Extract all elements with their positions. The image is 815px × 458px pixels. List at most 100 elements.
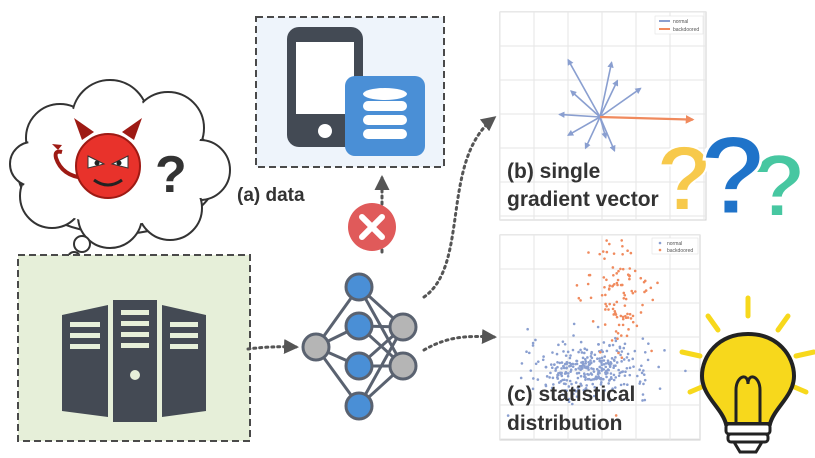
normal-point: [614, 376, 618, 379]
normal-point: [544, 383, 548, 387]
backdoored-point: [605, 239, 608, 242]
normal-point: [542, 355, 545, 358]
normal-point: [625, 366, 629, 370]
normal-point: [568, 379, 572, 383]
normal-point: [567, 400, 571, 404]
label-distribution-line2: distribution: [507, 412, 622, 435]
normal-point: [571, 402, 574, 406]
normal-point: [561, 393, 564, 396]
normal-point: [565, 378, 569, 382]
backdoored-point: [577, 296, 581, 300]
normal-point: [585, 348, 589, 352]
normal-point: [579, 348, 582, 352]
backdoored-point: [616, 278, 620, 282]
backdoored-point: [621, 323, 625, 327]
backdoored-point: [604, 302, 607, 306]
normal-point: [642, 382, 645, 386]
backdoored-point: [630, 289, 634, 293]
normal-point: [563, 395, 567, 398]
normal-point: [591, 382, 595, 386]
normal-point: [646, 358, 650, 362]
backdoored-point: [586, 282, 590, 286]
normal-point: [615, 361, 619, 364]
normal-point: [641, 393, 645, 396]
normal-point: [581, 356, 585, 360]
normal-point: [623, 374, 627, 377]
backdoored-point: [642, 280, 646, 284]
normal-point: [593, 385, 597, 389]
backdoored-point: [613, 310, 617, 313]
normal-point: [611, 343, 615, 347]
normal-point: [608, 378, 611, 382]
normal-point: [550, 386, 554, 390]
normal-point: [571, 348, 575, 352]
backdoored-point: [622, 291, 626, 295]
normal-point: [561, 340, 565, 343]
normal-point: [612, 366, 615, 370]
backdoored-point: [627, 328, 630, 331]
normal-point: [587, 373, 590, 376]
normal-point: [596, 372, 600, 376]
backdoored-point: [587, 251, 590, 254]
backdoored-point: [619, 314, 623, 318]
backdoored-point: [621, 315, 625, 319]
normal-point: [620, 350, 624, 353]
backdoored-point: [625, 334, 629, 338]
normal-point: [647, 342, 650, 345]
backdoored-point: [611, 284, 615, 288]
normal-point: [552, 383, 555, 386]
gradient-chart-vectors: [558, 58, 695, 152]
normal-point: [622, 398, 625, 401]
normal-point: [557, 343, 560, 347]
normal-point: [602, 363, 606, 366]
normal-point: [550, 366, 554, 370]
normal-point: [594, 377, 597, 380]
normal-point: [576, 386, 580, 389]
smartphone-icon: [287, 27, 363, 147]
normal-point: [569, 364, 573, 368]
question-mark-icon: ?: [155, 146, 187, 204]
backdoored-point: [607, 308, 610, 311]
normal-point: [571, 362, 575, 366]
normal-point: [619, 353, 622, 357]
normal-point: [566, 374, 570, 378]
normal-point: [520, 362, 524, 365]
normal-point: [519, 376, 523, 380]
normal-point: [555, 352, 559, 356]
backdoored-point: [612, 252, 616, 256]
backdoored-point: [628, 267, 632, 270]
normal-point: [608, 343, 611, 347]
normal-point: [536, 378, 540, 381]
backdoored-point: [627, 273, 631, 277]
normal-point: [587, 377, 591, 381]
backdoored-point: [651, 298, 655, 302]
normal-point: [597, 370, 600, 374]
normal-point: [598, 365, 602, 369]
backdoored-point: [614, 311, 617, 315]
backdoored-point: [621, 267, 625, 271]
normal-point: [551, 351, 554, 354]
normal-point: [631, 357, 635, 361]
legend-normal-c: normal: [667, 241, 682, 247]
normal-point: [575, 395, 579, 398]
normal-point: [584, 362, 587, 365]
normal-point: [569, 354, 572, 357]
backdoored-point: [631, 314, 635, 318]
normal-point: [584, 387, 588, 390]
backdoored-point: [641, 303, 644, 307]
normal-point: [625, 356, 629, 359]
normal-point: [579, 374, 583, 378]
normal-point: [622, 382, 626, 386]
normal-point: [579, 382, 582, 386]
normal-point: [612, 378, 616, 382]
backdoored-point: [605, 250, 609, 254]
normal-point: [599, 383, 603, 386]
backdoored-point: [608, 284, 612, 288]
normal-point: [560, 374, 564, 378]
normal-point: [609, 372, 613, 375]
normal-point: [572, 388, 576, 392]
backdoored-point: [610, 339, 614, 342]
normal-point: [622, 358, 626, 361]
normal-vector: [584, 116, 601, 150]
normal-point: [544, 365, 548, 369]
